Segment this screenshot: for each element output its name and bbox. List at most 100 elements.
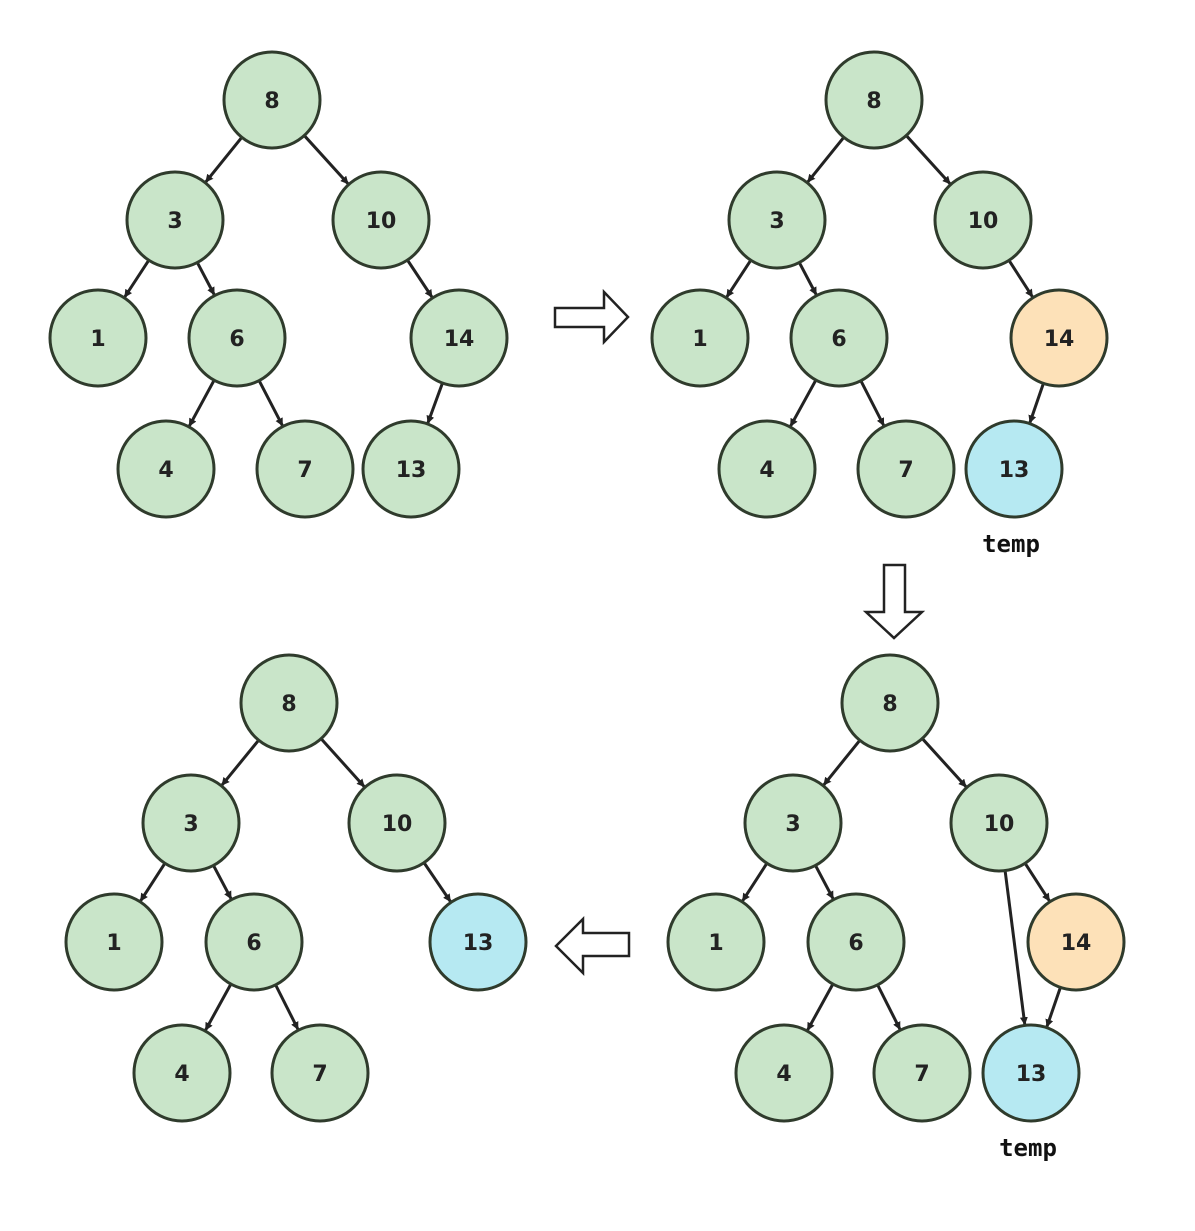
tree-node: 3 [125,170,225,270]
tree-node: 10 [331,170,431,270]
edge-10-to-14 [1007,258,1034,298]
node-circle-8 [824,50,924,150]
node-circle-6 [187,288,287,388]
tree-node: 1 [650,288,750,388]
node-circle-3 [125,170,225,270]
tree-node: 4 [132,1023,232,1123]
edge-3-to-1 [123,258,151,298]
node-circle-4 [717,419,817,519]
node-label: 6 [246,931,261,956]
edge-6-to-7 [257,379,284,427]
tree-node: 4 [116,419,216,519]
node-circle-6 [204,892,304,992]
node-label: 4 [158,458,173,483]
tree-node: 3 [727,170,827,270]
node-circle-13 [981,1023,1081,1123]
node-label: 4 [174,1062,189,1087]
tree-node: 8 [239,653,339,753]
edge-8-to-3 [204,135,244,183]
node-circle-3 [141,773,241,873]
edge-6-to-4 [188,378,216,427]
node-label: 1 [106,931,121,956]
node-circle-8 [840,653,940,753]
tree-node: 10 [933,170,1033,270]
node-label: 3 [183,812,198,837]
tree-node: 14 [1009,288,1109,388]
tree-node: 10 [949,773,1049,873]
edge-6-to-7 [859,379,886,427]
node-label: 13 [463,931,494,956]
node-circle-7 [872,1023,972,1123]
node-label: 14 [1044,327,1075,352]
tree-node: 3 [743,773,843,873]
edge-14-to-13 [1028,382,1046,424]
edge-6-to-7 [875,983,902,1030]
node-label: 3 [785,812,800,837]
node-label: 7 [297,458,312,483]
edge-10-to-13 [1003,869,1028,1026]
node-circle-13 [428,892,528,992]
edge-10-to-14 [405,258,434,298]
node-circle-8 [239,653,339,753]
step-arrow-down-icon [862,563,926,640]
temp-pointer-label: temp [982,530,1040,558]
edge-14-to-13 [1045,986,1063,1028]
edge-6-to-4 [806,982,835,1031]
node-circle-3 [743,773,843,873]
tree-node: 7 [872,1023,972,1123]
node-circle-4 [132,1023,232,1123]
step-arrow-left-icon [554,915,631,977]
edge-10-to-13 [422,861,452,903]
node-label: 10 [984,812,1015,837]
node-label: 6 [229,327,244,352]
node-circle-3 [727,170,827,270]
edge-8-to-3 [822,738,862,786]
node-circle-7 [270,1023,370,1123]
node-label: 4 [759,458,774,483]
node-circle-1 [48,288,148,388]
tree-node: 7 [255,419,355,519]
edge-3-to-6 [813,863,835,900]
node-circle-1 [666,892,766,992]
node-circle-13 [361,419,461,519]
node-label: 14 [444,327,475,352]
node-label: 7 [898,458,913,483]
tree-node: 14 [409,288,509,388]
node-label: 1 [90,327,105,352]
tree-node: 6 [789,288,889,388]
node-circle-4 [734,1023,834,1123]
edge-6-to-7 [273,983,300,1030]
node-circle-1 [64,892,164,992]
step-arrow-right-icon [553,288,630,346]
edge-6-to-4 [204,982,233,1031]
node-circle-10 [949,773,1049,873]
node-label: 3 [167,209,182,234]
edge-8-to-3 [806,135,846,183]
step-arrows [553,288,926,977]
tree-node: 1 [64,892,164,992]
tree-node: 7 [270,1023,370,1123]
node-circle-14 [1026,892,1126,992]
temp-pointer-label: temp [999,1134,1057,1162]
tree-node: 8 [222,50,322,150]
node-circle-10 [933,170,1033,270]
edge-8-to-10 [319,736,366,788]
tree-node: 8 [824,50,924,150]
edge-3-to-1 [725,258,753,298]
node-circle-10 [331,170,431,270]
edge-3-to-6 [797,260,818,296]
node-circle-7 [856,419,956,519]
node-label: 13 [1016,1062,1047,1087]
tree-node: 1 [48,288,148,388]
node-label: 4 [776,1062,791,1087]
node-circle-14 [409,288,509,388]
tree-node: 4 [717,419,817,519]
node-label: 6 [848,931,863,956]
node-label: 7 [312,1062,327,1087]
